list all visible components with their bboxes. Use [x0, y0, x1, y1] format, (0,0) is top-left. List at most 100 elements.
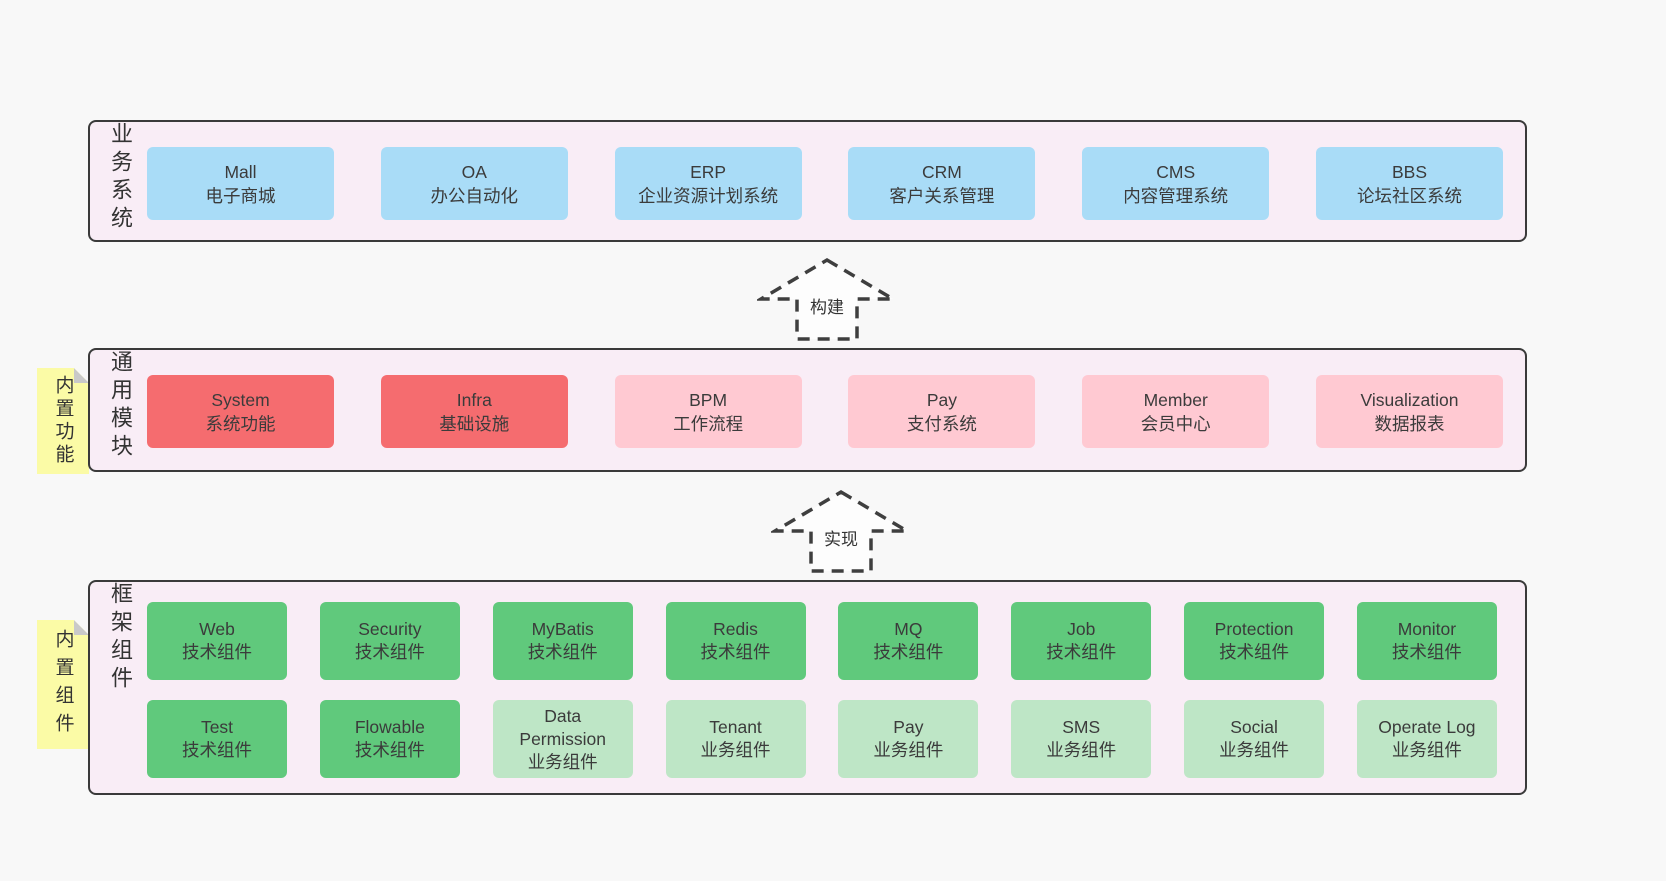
band-label: 业务系统	[108, 122, 133, 234]
box-protection: Protection 技术组件	[1184, 602, 1325, 680]
box-title: Operate Log	[1378, 717, 1476, 737]
box-title: Flowable	[354, 717, 425, 737]
box-title: Data Permission	[519, 705, 606, 749]
box-title: MyBatis	[531, 619, 594, 639]
box-subtitle: 业务组件	[1219, 740, 1290, 760]
sticky-fold-icon	[74, 620, 89, 635]
box-title: ERP	[690, 161, 727, 182]
box-bpm: BPM 工作流程	[614, 375, 802, 448]
box-crm: CRM 客户关系管理	[848, 147, 1036, 220]
box-title: BPM	[689, 389, 728, 410]
sticky-note-built-in-components: 内置组件	[37, 620, 89, 749]
box-title: Job	[1067, 619, 1096, 639]
box-title: Infra	[456, 389, 492, 410]
box-pay: Pay 支付系统	[848, 375, 1036, 448]
box-subtitle: 技术组件	[527, 642, 598, 662]
box-subtitle: 客户关系管理	[889, 185, 995, 206]
box-security: Security 技术组件	[319, 602, 460, 680]
box-title: SMS	[1062, 717, 1101, 737]
box-title: Redis	[713, 619, 758, 639]
box-oa: OA 办公自动化	[380, 147, 568, 220]
box-flowable: Flowable 技术组件	[319, 700, 460, 778]
box-subtitle: 内容管理系统	[1123, 185, 1229, 206]
box-title: Visualization	[1360, 389, 1459, 410]
box-subtitle: 办公自动化	[430, 185, 519, 206]
band-label: 通用模块	[108, 350, 133, 462]
box-subtitle: 工作流程	[673, 413, 744, 434]
box-subtitle: 电子商城	[205, 185, 276, 206]
box-subtitle: 会员中心	[1140, 413, 1211, 434]
arrow-implement: 实现	[771, 489, 911, 574]
box-title: Tenant	[709, 717, 762, 737]
box-subtitle: 数据报表	[1374, 413, 1445, 434]
box-subtitle: 技术组件	[1219, 642, 1290, 662]
box-subtitle: 业务组件	[873, 740, 944, 760]
box-job: Job 技术组件	[1011, 602, 1152, 680]
sticky-text: 内置功能	[52, 375, 74, 467]
box-erp: ERP 企业资源计划系统	[614, 147, 802, 220]
box-title: Monitor	[1397, 619, 1457, 639]
box-title: Test	[200, 717, 234, 737]
box-title: Mall	[224, 161, 257, 182]
band-business-systems: 业务系统 Mall 电子商城 OA 办公自动化 ERP 企业资源计划系统 CRM 客户关系管理…	[88, 120, 1527, 242]
box-subtitle: 技术组件	[354, 642, 425, 662]
box-monitor: Monitor 技术组件	[1356, 602, 1497, 680]
box-subtitle: 技术组件	[354, 740, 425, 760]
box-redis: Redis 技术组件	[665, 602, 806, 680]
box-title: Pay	[926, 389, 957, 410]
box-title: CMS	[1156, 161, 1196, 182]
box-title: Security	[358, 619, 422, 639]
arrow-label: 构建	[807, 293, 847, 318]
box-title: BBS	[1391, 161, 1427, 182]
box-subtitle: 技术组件	[182, 642, 252, 662]
business-systems-row: Mall 电子商城 OA 办公自动化 ERP 企业资源计划系统 CRM 客户关系管理 CMS 内容…	[147, 147, 1503, 220]
band-label: 框架组件	[108, 582, 133, 694]
box-title: OA	[461, 161, 487, 182]
box-title: Protection	[1214, 619, 1294, 639]
box-title: Member	[1143, 389, 1208, 410]
box-pay: Pay 业务组件	[838, 700, 979, 778]
box-cms: CMS 内容管理系统	[1082, 147, 1270, 220]
box-web: Web 技术组件	[147, 602, 287, 680]
box-mq: MQ 技术组件	[838, 602, 979, 680]
box-title: Web	[199, 619, 235, 639]
sticky-note-built-in-features: 内置功能	[37, 368, 89, 474]
box-system: System 系统功能	[147, 375, 334, 448]
box-subtitle: 论坛社区系统	[1356, 185, 1462, 206]
box-sms: SMS 业务组件	[1011, 700, 1152, 778]
box-member: Member 会员中心	[1082, 375, 1270, 448]
box-operate-log: Operate Log 业务组件	[1356, 700, 1497, 778]
box-subtitle: 技术组件	[182, 740, 252, 760]
box-title: CRM	[921, 161, 962, 182]
box-subtitle: 技术组件	[1391, 642, 1462, 662]
box-subtitle: 业务组件	[1046, 740, 1117, 760]
box-subtitle: 技术组件	[1046, 642, 1117, 662]
box-subtitle: 技术组件	[873, 642, 944, 662]
box-subtitle: 支付系统	[906, 413, 977, 434]
box-mall: Mall 电子商城	[147, 147, 334, 220]
box-title: Pay	[893, 717, 924, 737]
box-title: Social	[1230, 717, 1278, 737]
box-bbs: BBS 论坛社区系统	[1315, 147, 1503, 220]
box-title: MQ	[894, 619, 923, 639]
box-subtitle: 企业资源计划系统	[638, 185, 779, 206]
box-title: System	[211, 389, 270, 410]
arrow-label: 实现	[821, 525, 861, 550]
box-subtitle: 业务组件	[527, 751, 598, 772]
box-mybatis: MyBatis 技术组件	[492, 602, 633, 680]
box-subtitle: 业务组件	[1391, 740, 1462, 760]
box-social: Social 业务组件	[1184, 700, 1325, 778]
box-test: Test 技术组件	[147, 700, 287, 778]
box-visualization: Visualization 数据报表	[1315, 375, 1503, 448]
box-subtitle: 技术组件	[700, 642, 771, 662]
box-subtitle: 系统功能	[205, 413, 276, 434]
sticky-fold-icon	[74, 368, 89, 383]
